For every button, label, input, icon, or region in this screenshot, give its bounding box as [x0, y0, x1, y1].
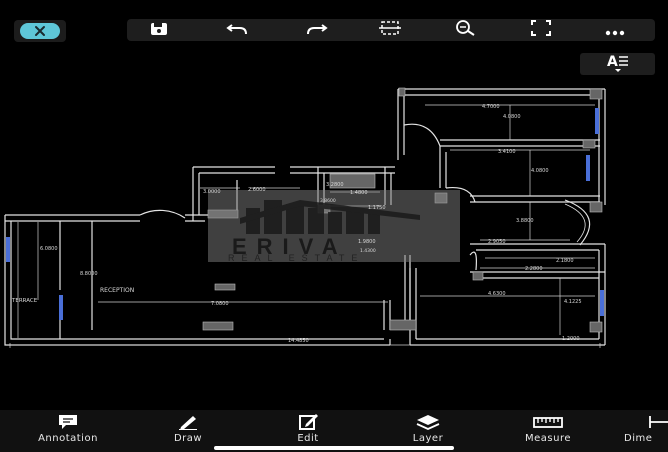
nav-label-measure: Measure [525, 433, 571, 444]
more-button[interactable] [595, 19, 635, 41]
close-icon [20, 23, 60, 39]
zoom-search-icon [453, 20, 477, 40]
top-toolbar [127, 19, 655, 41]
dimension-label: 4.6300 [488, 291, 506, 297]
dimension-label: 4.7000 [482, 104, 500, 110]
dimension-label: 4.0800 [503, 114, 521, 120]
nav-layer[interactable]: Layer [398, 410, 458, 452]
dimension-label: 6.0800 [40, 246, 58, 252]
room-label-terrace: TERRACE [11, 298, 38, 304]
text-style-icon: A [606, 52, 630, 76]
watermark-subtitle: REAL ESTATE [228, 253, 364, 263]
dimension-label: 3.8600 [320, 198, 336, 204]
dimension-icon [648, 414, 668, 430]
layers-icon [416, 414, 440, 430]
bottom-toolbar: Annotation Draw Edit Layer Measure Dime [0, 410, 668, 452]
ruler-icon [533, 414, 563, 430]
save-button[interactable] [139, 19, 179, 41]
dimension-label: 4.1225 [564, 299, 582, 305]
text-style-button[interactable]: A [580, 53, 655, 75]
nav-measure[interactable]: Measure [508, 410, 588, 452]
dimension-label: 14.4850 [288, 338, 309, 344]
dimension-label: 3.0000 [203, 189, 221, 195]
select-area-button[interactable] [370, 19, 410, 41]
svg-text:A: A [607, 54, 618, 70]
home-indicator[interactable] [214, 446, 454, 450]
more-icon [605, 21, 625, 40]
nav-label-layer: Layer [412, 433, 444, 444]
dimension-label: 2.9050 [488, 239, 506, 245]
floor-plan-drawing: ERIVA REAL ESTATE RECEPTION TERRACE 4.70… [4, 87, 606, 348]
dimension-label: 2.6000 [248, 187, 266, 193]
nav-draw[interactable]: Draw [158, 410, 218, 452]
edit-icon [297, 414, 319, 430]
nav-label-dimension: Dime [624, 433, 653, 444]
nav-annotation[interactable]: Annotation [20, 410, 116, 452]
dimension-label: 1.9800 [358, 239, 376, 245]
dimension-label: 1.4800 [350, 190, 368, 196]
redo-button[interactable] [297, 19, 337, 41]
dimension-label: 2.2800 [525, 266, 543, 272]
dimension-label: 1.1750 [368, 205, 386, 211]
nav-label-annotation: Annotation [38, 433, 98, 444]
dimension-label: 8.8000 [80, 271, 98, 277]
nav-edit[interactable]: Edit [278, 410, 338, 452]
fullscreen-button[interactable] [521, 19, 561, 41]
fullscreen-icon [531, 20, 551, 40]
pencil-icon [177, 414, 199, 430]
undo-button[interactable] [217, 19, 257, 41]
nav-label-edit: Edit [297, 433, 319, 444]
save-icon [150, 21, 168, 40]
dimension-label: 7.0800 [211, 301, 229, 307]
dimension-label: 3.2800 [326, 182, 344, 188]
watermark-brand: ERIVA [232, 234, 348, 259]
room-label-reception: RECEPTION [100, 287, 134, 294]
close-button[interactable] [14, 20, 66, 42]
dimension-label: 2.1800 [556, 258, 574, 264]
dimension-label: 3.8800 [516, 218, 534, 224]
annotation-icon [57, 414, 79, 430]
select-area-icon [379, 20, 401, 40]
nav-dimension[interactable]: Dime [620, 410, 668, 452]
dimension-label: 4.0800 [531, 168, 549, 174]
dimension-label: 3.4100 [498, 149, 516, 155]
dimension-label: 1.2000 [562, 336, 580, 342]
drawing-canvas[interactable]: ERIVA REAL ESTATE RECEPTION TERRACE 4.70… [0, 75, 668, 410]
watermark-logo: ERIVA REAL ESTATE [208, 190, 460, 263]
nav-label-draw: Draw [173, 433, 203, 444]
redo-icon [306, 21, 328, 40]
dimension-label: 1.4300 [360, 248, 376, 254]
zoom-search-button[interactable] [445, 19, 485, 41]
undo-icon [226, 21, 248, 40]
